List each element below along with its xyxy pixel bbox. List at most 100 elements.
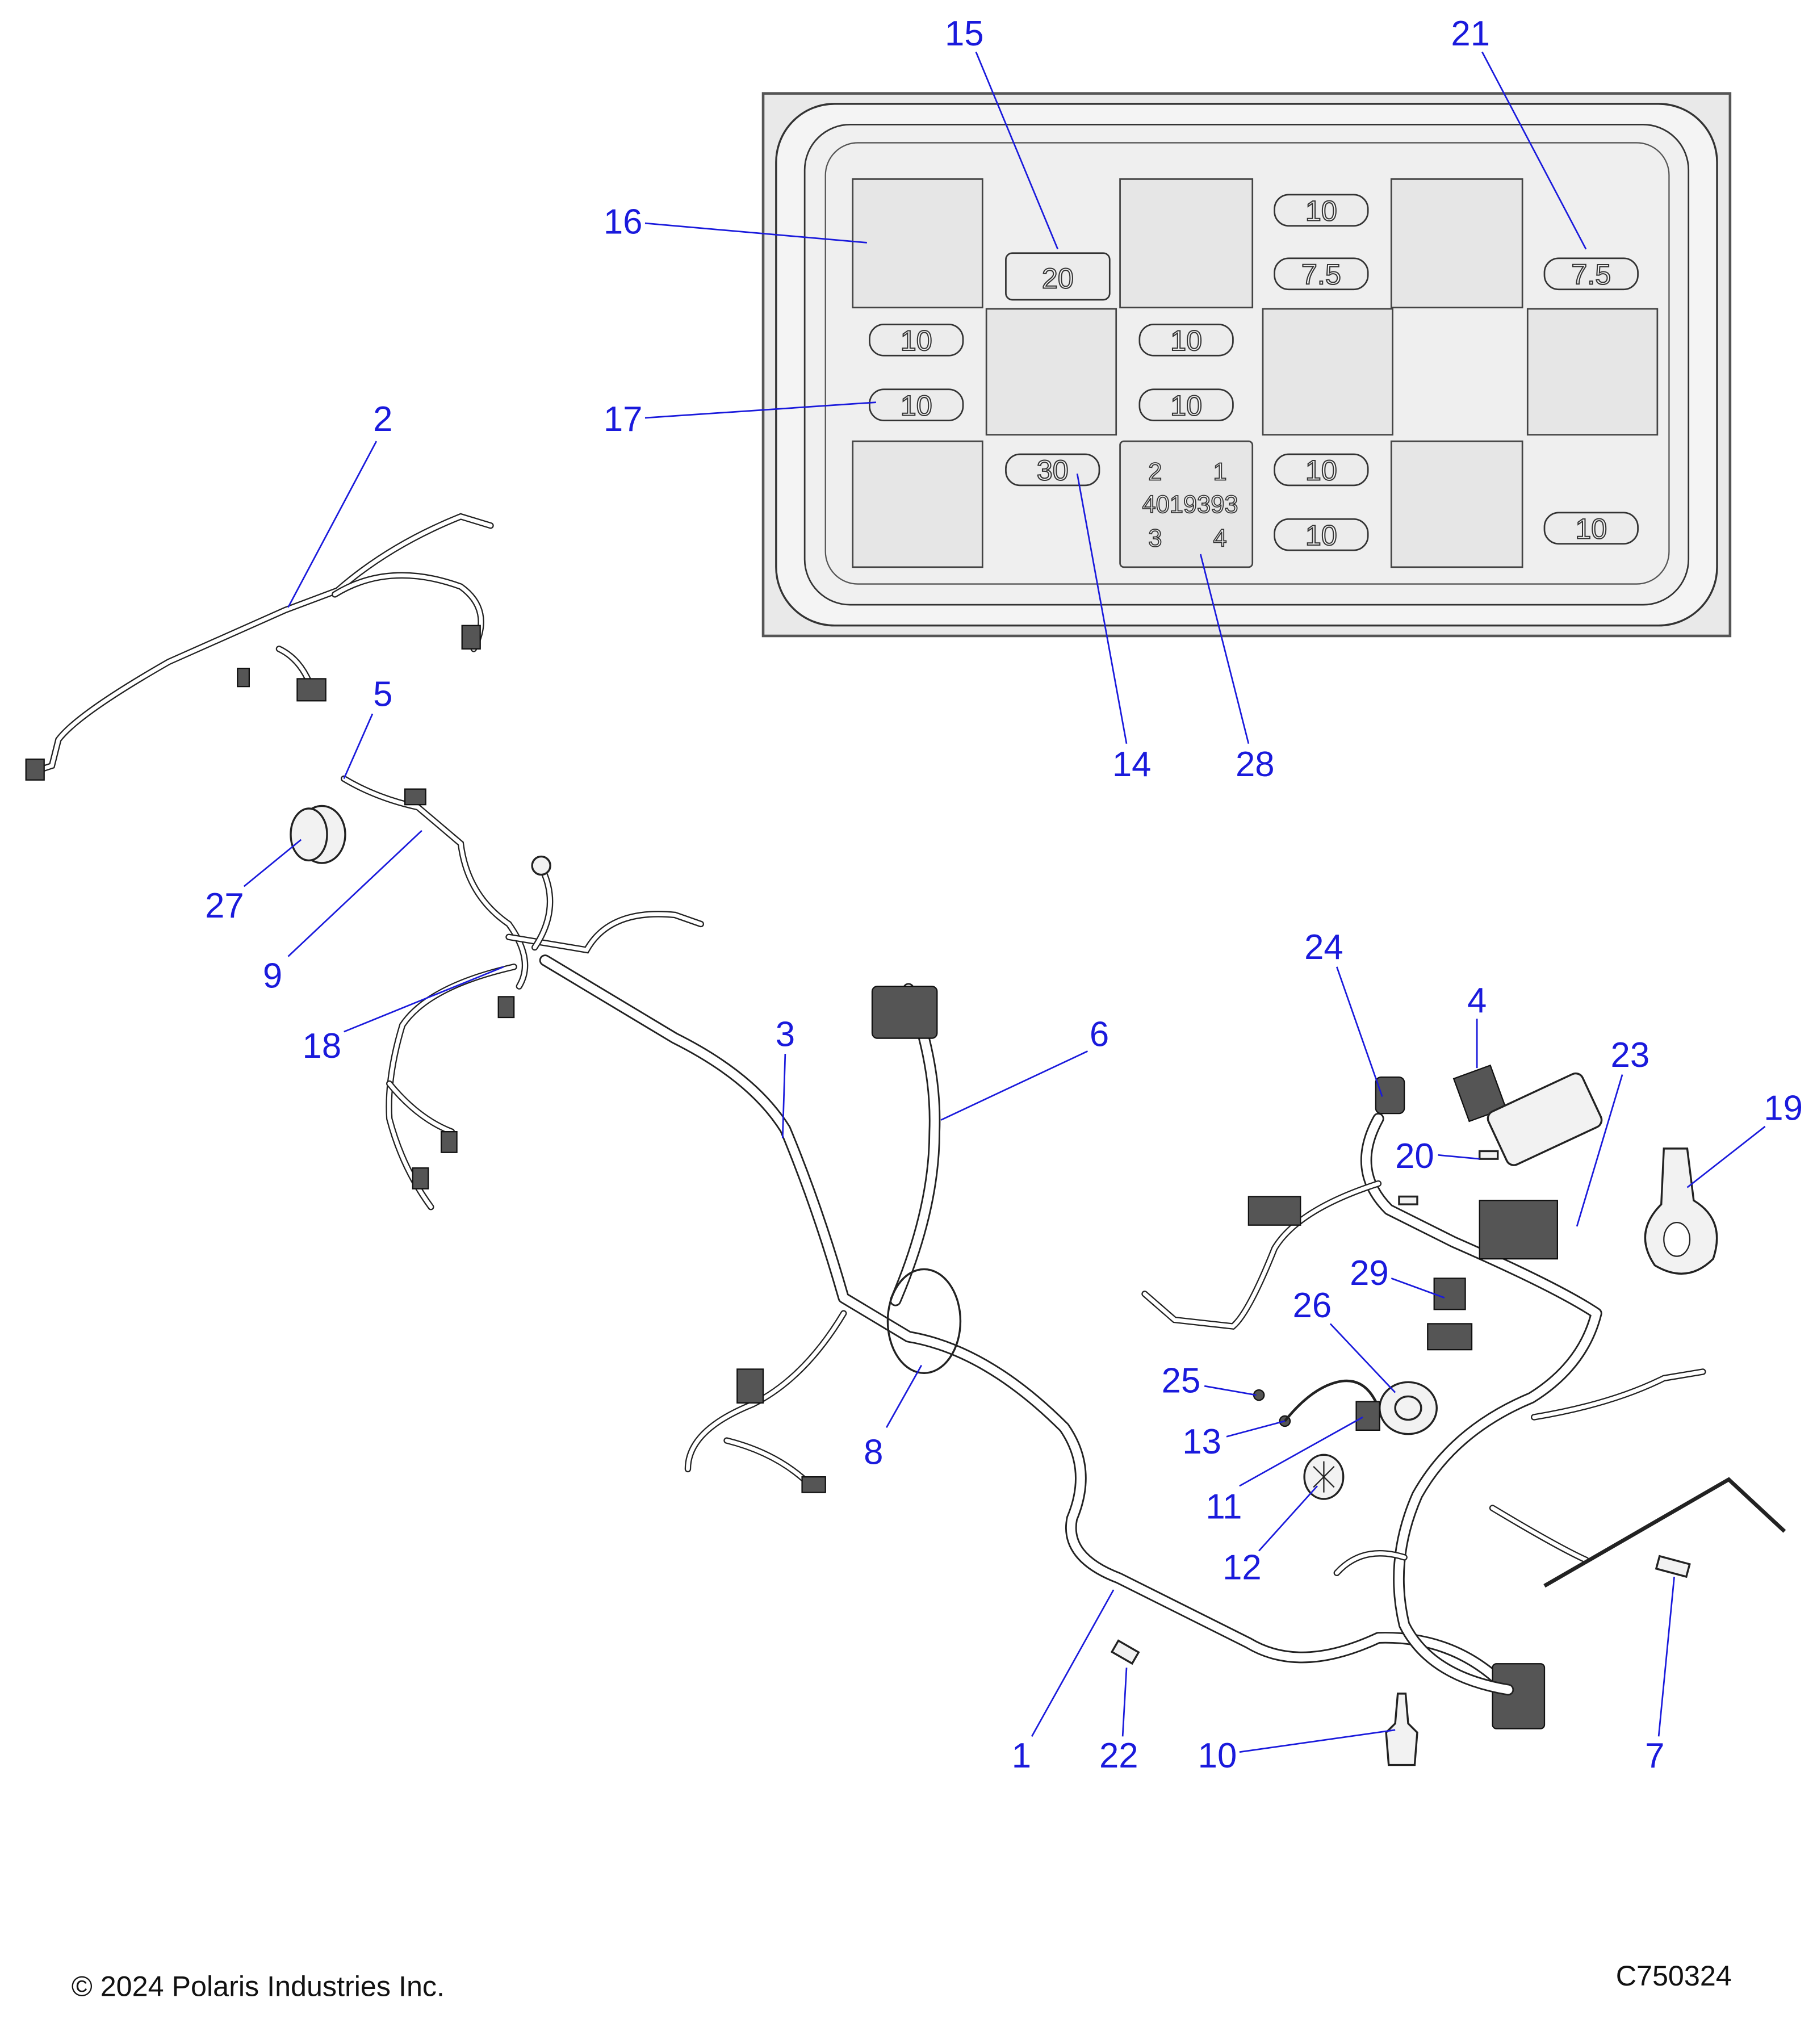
fuse: 10 — [1274, 518, 1369, 552]
relay — [852, 440, 983, 568]
callout-15: 15 — [945, 14, 1059, 250]
harness-27-part — [290, 805, 346, 864]
fuse-17: 10 — [869, 388, 964, 422]
relay-16 — [852, 178, 983, 309]
svg-text:26: 26 — [1293, 1286, 1332, 1325]
bracket-19 — [1644, 1147, 1718, 1275]
relay-pin-label: 2 — [1148, 459, 1162, 486]
svg-text:24: 24 — [1304, 928, 1343, 967]
svg-text:6: 6 — [1090, 1015, 1109, 1054]
callout-9: 9 — [263, 830, 422, 995]
fuse: 10 — [1274, 453, 1369, 487]
svg-text:25: 25 — [1162, 1362, 1201, 1401]
relay-28: 2 1 4019393 3 4 — [1119, 440, 1254, 568]
svg-text:29: 29 — [1350, 1254, 1389, 1293]
fuse-box: 2 1 4019393 3 4 20 10 7.5 7.5 10 10 10 1… — [761, 92, 1732, 638]
svg-text:1: 1 — [1012, 1736, 1031, 1775]
svg-text:7.5: 7.5 — [1571, 258, 1611, 291]
fuse: 10 — [1274, 194, 1369, 228]
callout-29: 29 — [1350, 1254, 1445, 1299]
callout-20: 20 — [1395, 1137, 1480, 1176]
relay-part-number: 4019393 — [1142, 491, 1238, 518]
harness-5 — [344, 778, 701, 1207]
callout-23: 23 — [1576, 1036, 1650, 1227]
callout-13: 13 — [1182, 1420, 1286, 1461]
svg-text:18: 18 — [303, 1027, 342, 1066]
svg-text:10: 10 — [1170, 389, 1202, 421]
fuse: 10 — [869, 324, 964, 357]
module-23 — [1487, 1072, 1603, 1166]
callout-18: 18 — [303, 966, 504, 1066]
svg-text:2: 2 — [373, 400, 392, 439]
svg-text:10: 10 — [1305, 454, 1337, 487]
svg-text:8: 8 — [864, 1433, 883, 1472]
fuse-15: 20 — [1005, 252, 1111, 301]
harness-right — [1145, 1077, 1786, 1690]
callout-3: 3 — [776, 1015, 795, 1138]
svg-text:9: 9 — [263, 956, 282, 995]
fuse-21: 7.5 — [1543, 257, 1639, 291]
callout-21: 21 — [1451, 14, 1587, 250]
svg-text:23: 23 — [1611, 1036, 1650, 1075]
svg-text:28: 28 — [1236, 745, 1275, 784]
fuse: 10 — [1138, 388, 1234, 422]
svg-text:7: 7 — [1645, 1736, 1664, 1775]
grommet-12 — [1303, 1454, 1345, 1500]
svg-text:14: 14 — [1112, 745, 1152, 784]
svg-text:11: 11 — [1205, 1487, 1242, 1526]
callout-12: 12 — [1223, 1485, 1318, 1588]
svg-text:4: 4 — [1467, 981, 1487, 1020]
callout-26: 26 — [1293, 1286, 1396, 1393]
boot-10 — [1385, 1693, 1418, 1766]
fuse: 10 — [1138, 324, 1234, 357]
callout-27: 27 — [205, 839, 302, 925]
fuse-14: 30 — [1005, 453, 1100, 487]
diagram-id: C750324 — [1616, 1959, 1732, 1992]
label-plate-4 — [1452, 1064, 1507, 1122]
svg-text:13: 13 — [1182, 1422, 1221, 1461]
svg-text:10: 10 — [1198, 1736, 1237, 1775]
svg-text:10: 10 — [1305, 195, 1337, 227]
harness-2 — [25, 517, 491, 781]
relay — [1526, 308, 1659, 436]
svg-text:10: 10 — [1575, 513, 1607, 545]
callout-2: 2 — [287, 400, 392, 608]
callout-6: 6 — [940, 1015, 1109, 1121]
svg-text:20: 20 — [1042, 262, 1074, 294]
svg-text:21: 21 — [1451, 14, 1490, 53]
screw-20 — [1479, 1150, 1499, 1160]
loose-parts — [1110, 1064, 1718, 1766]
svg-text:12: 12 — [1223, 1548, 1262, 1588]
callout-11: 11 — [1205, 1416, 1363, 1526]
callout-7: 7 — [1645, 1577, 1675, 1775]
svg-text:20: 20 — [1395, 1137, 1434, 1176]
fuse: 7.5 — [1274, 257, 1369, 291]
svg-text:10: 10 — [901, 389, 932, 421]
wire-harnesses — [25, 517, 1786, 1729]
svg-text:22: 22 — [1099, 1736, 1138, 1775]
svg-text:16: 16 — [604, 202, 643, 241]
relay — [1390, 440, 1523, 568]
callout-17: 17 — [604, 400, 876, 439]
svg-text:10: 10 — [901, 324, 932, 357]
callout-19: 19 — [1686, 1089, 1803, 1188]
svg-text:30: 30 — [1037, 454, 1069, 487]
relay-pin-label: 3 — [1148, 525, 1162, 552]
callout-14: 14 — [1076, 474, 1152, 784]
screw — [1398, 1195, 1418, 1205]
grommet-26 — [1379, 1381, 1438, 1435]
fuse: 10 — [1543, 512, 1639, 546]
callout-24: 24 — [1304, 928, 1383, 1097]
sensor-11 — [1355, 1401, 1380, 1431]
svg-text:5: 5 — [373, 675, 392, 714]
relay-pin-label: 4 — [1213, 525, 1227, 552]
svg-text:15: 15 — [945, 14, 984, 53]
svg-text:3: 3 — [776, 1015, 795, 1054]
callout-4: 4 — [1467, 981, 1487, 1069]
svg-text:10: 10 — [1170, 324, 1202, 357]
svg-text:19: 19 — [1764, 1089, 1803, 1128]
callout-28: 28 — [1199, 554, 1275, 784]
callout-1: 1 — [1012, 1589, 1115, 1775]
relay — [1262, 308, 1393, 436]
